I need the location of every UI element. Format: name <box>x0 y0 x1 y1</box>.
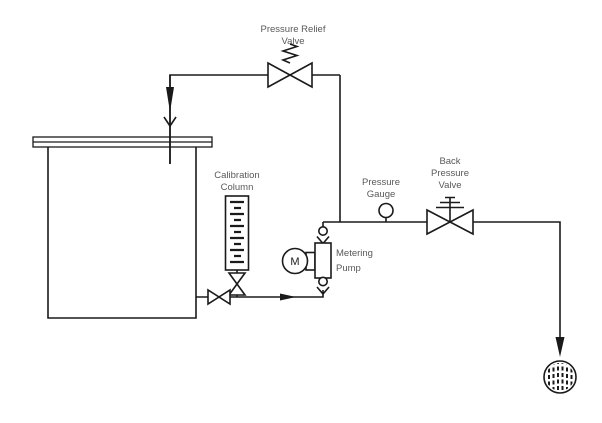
discharge-check-valve-icon <box>317 226 328 237</box>
inlet-drop-arrow-icon <box>166 87 174 112</box>
back-pressure-valve-icon <box>426 208 452 236</box>
suction-check-valve-icon <box>317 276 328 287</box>
tank-outlet-valve-icon <box>217 288 231 306</box>
strainer-hatch-lines <box>548 363 573 391</box>
strainer-icon <box>543 360 577 394</box>
metering-pump-label-line1: Metering <box>336 248 373 259</box>
drain-strainer <box>543 337 577 394</box>
back-pressure-valve-label-line3: Valve <box>438 180 461 191</box>
strainer-hatch <box>548 363 573 391</box>
calibration-column-label-line2: Column <box>221 182 254 193</box>
motor-label: M <box>290 256 299 268</box>
back-pressure-valve-label-line2: Pressure <box>431 168 469 179</box>
pressure-gauge-label-line1: Pressure <box>362 177 400 188</box>
open-pipe-end-icon <box>163 116 177 128</box>
motor-icon <box>281 247 309 275</box>
back-pressure-valve: Back Pressure Valve <box>426 156 474 236</box>
calibration-column-label-line1: Calibration <box>214 170 259 181</box>
drain-arrow-icon <box>555 337 565 357</box>
tank-outlet-valve-icon <box>207 288 221 306</box>
pressure-gauge-label-line2: Gauge <box>367 189 396 200</box>
supply-tank-icon <box>47 147 197 319</box>
back-pressure-valve-icon <box>448 208 474 236</box>
column-isolation-valve-icon <box>227 272 247 286</box>
spring-adjuster-icon <box>436 196 464 209</box>
relief-spring-icon <box>280 43 300 64</box>
discharge-pipe <box>323 221 561 340</box>
pressure-relief-valve-label-line2: Valve <box>281 36 304 47</box>
suction-check-valve-icon <box>316 286 330 296</box>
supply-tank <box>32 75 213 319</box>
pump-head-icon <box>314 242 332 279</box>
suction-pipe <box>196 290 324 298</box>
flow-direction-arrow-icon <box>280 293 296 301</box>
pressure-relief-valve-icon <box>267 61 292 89</box>
metering-pump: M Metering Pump <box>281 222 373 296</box>
pressure-relief-valve-icon <box>288 61 313 89</box>
pressure-gauge-icon <box>378 202 394 219</box>
calibration-column: Calibration Column <box>214 170 260 296</box>
graduation-marks-icon <box>230 200 244 264</box>
metering-pump-label-line2: Pump <box>336 263 361 274</box>
suction-fittings <box>207 288 296 306</box>
column-isolation-valve-icon <box>227 282 247 296</box>
back-pressure-valve-label-line1: Back <box>439 156 460 167</box>
pressure-relief-valve-label-line1: Pressure Relief <box>261 24 326 35</box>
pressure-relief-valve: Pressure Relief Valve <box>261 24 326 89</box>
pressure-gauge: Pressure Gauge <box>362 177 400 222</box>
